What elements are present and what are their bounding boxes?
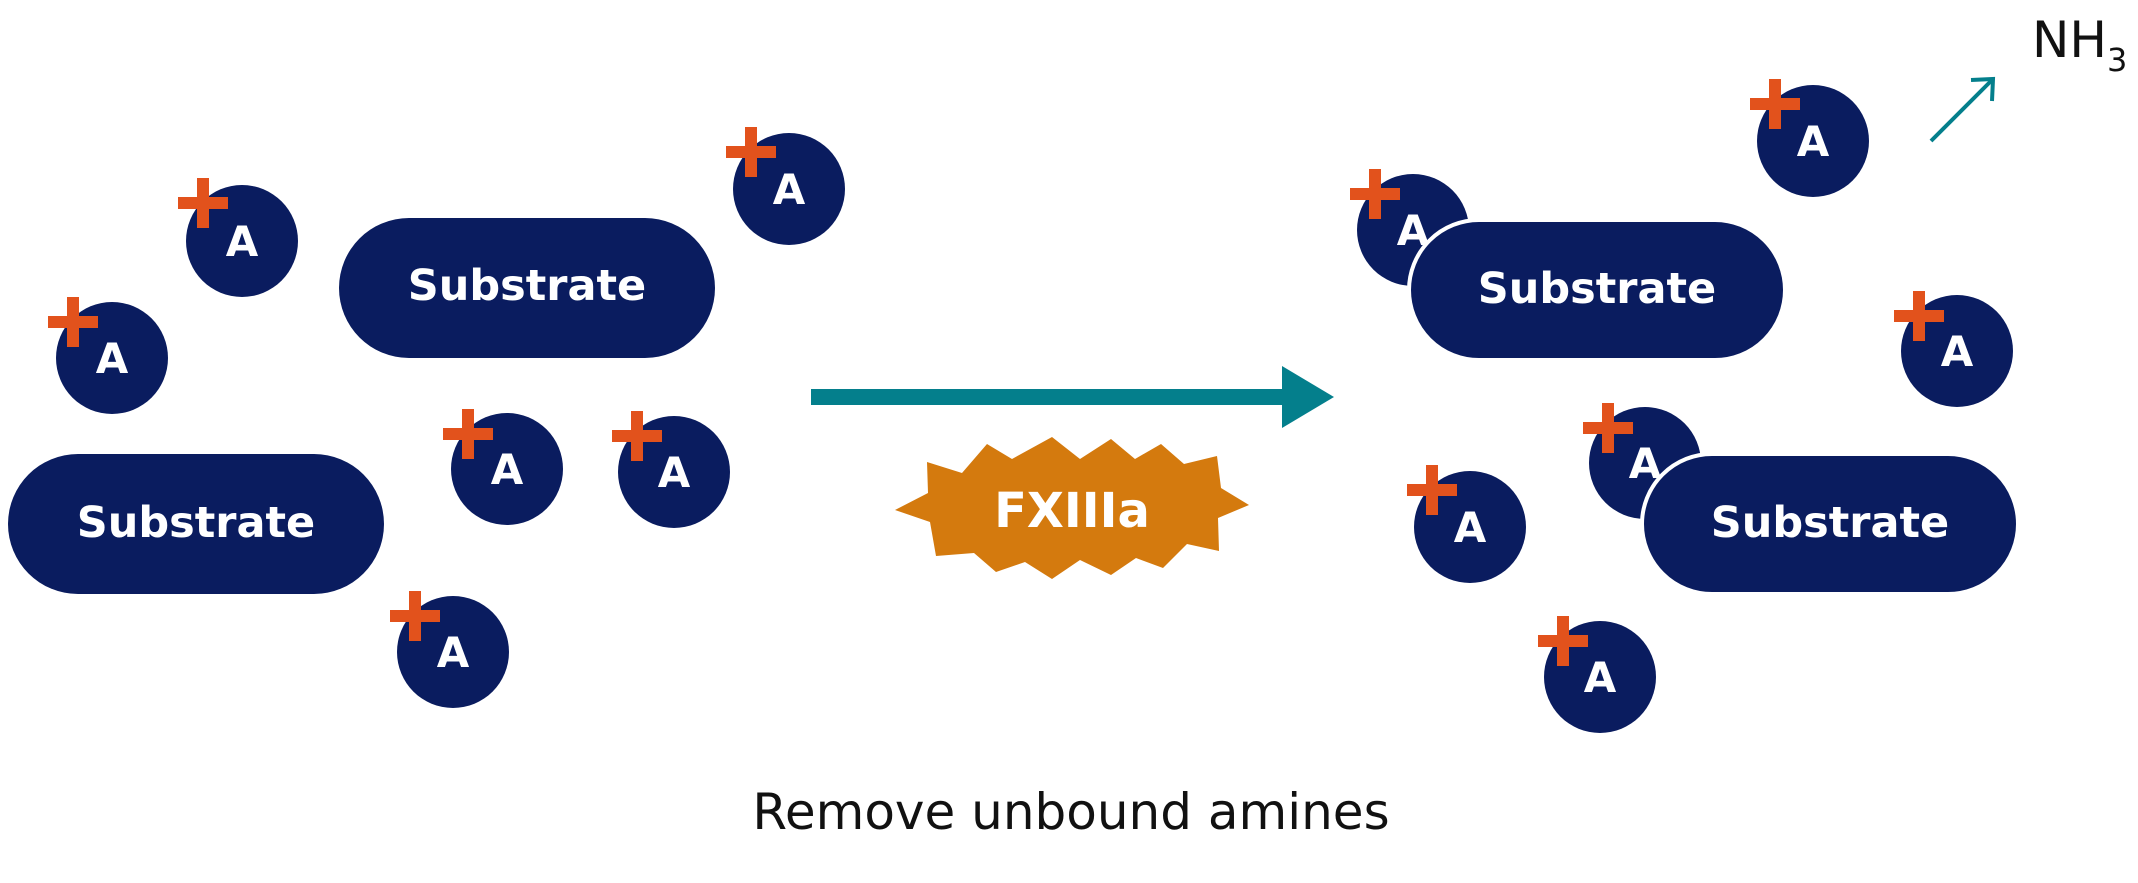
- amine-molecule: A: [726, 127, 845, 245]
- substrate-pill-left-top: Substrate: [339, 218, 715, 358]
- substrate-pill-right-bottom: Substrate: [1640, 452, 2020, 596]
- right-arrow-icon: [811, 366, 1334, 428]
- amine-molecule: A: [178, 178, 298, 297]
- enzyme-starburst-shape: [895, 437, 1249, 579]
- amine-molecule: A: [48, 297, 168, 414]
- plus-icon: [390, 591, 440, 641]
- enzyme-label: FXIIIa: [994, 483, 1150, 539]
- amine-circle: [1757, 85, 1869, 197]
- substrate-pill-left-bottom: Substrate: [8, 454, 384, 594]
- plus-icon: [48, 297, 98, 347]
- amine-circle: [186, 185, 298, 297]
- amine-molecule: A: [1407, 465, 1526, 583]
- plus-icon: [1407, 465, 1457, 515]
- plus-icon: [1350, 169, 1400, 219]
- plus-icon: [1583, 403, 1633, 453]
- after-reaction-panel: A Substrate A Substrate A: [1350, 11, 2127, 733]
- amine-label: A: [1454, 503, 1487, 552]
- plus-icon: [726, 127, 776, 177]
- amine-label: A: [1941, 327, 1974, 376]
- amine-molecule: A: [1750, 79, 1869, 197]
- amine-circle: [451, 413, 563, 525]
- ammonia-main: NH: [2032, 11, 2107, 69]
- amine-molecule: A: [1894, 291, 2013, 407]
- amine-circle: [733, 133, 845, 245]
- amine-label: A: [437, 628, 470, 677]
- diagonal-arrow-icon: [1929, 76, 1996, 143]
- substrate-shape: [8, 454, 384, 594]
- before-reaction-panel: Substrate Substrate A A A: [8, 127, 845, 708]
- ammonia-label: NH3: [2032, 11, 2127, 79]
- plus-icon: [1750, 79, 1800, 129]
- amine-label: A: [773, 165, 806, 214]
- amine-molecule: A: [443, 409, 563, 525]
- substrate-label: Substrate: [408, 261, 646, 311]
- amine-molecule: A: [1538, 616, 1656, 733]
- substrate-label: Substrate: [77, 498, 315, 548]
- substrate-shape: [339, 218, 715, 358]
- substrate-pill-right-top: Substrate: [1407, 218, 1787, 362]
- amine-label: A: [1584, 653, 1617, 702]
- substrate-shape: [1640, 452, 2020, 596]
- amine-circle: [56, 302, 168, 414]
- amine-circle: [1901, 295, 2013, 407]
- caption-remove-unbound-amines: Remove unbound amines: [752, 783, 1389, 841]
- substrate-label: Substrate: [1478, 264, 1716, 314]
- amine-label: A: [96, 334, 129, 383]
- amine-molecule: A: [390, 591, 509, 708]
- amine-molecule: A: [612, 411, 730, 528]
- amine-circle: [618, 416, 730, 528]
- amine-circle: [1544, 621, 1656, 733]
- substrate-label: Substrate: [1711, 498, 1949, 548]
- plus-icon: [1538, 616, 1588, 666]
- amine-label: A: [1797, 117, 1830, 166]
- amine-label: A: [658, 448, 691, 497]
- plus-icon: [1894, 291, 1944, 341]
- amine-label: A: [491, 445, 524, 494]
- substrate-shape: [1407, 218, 1787, 362]
- amine-label: A: [226, 217, 259, 266]
- enzyme-fxiiia: FXIIIa: [895, 437, 1249, 579]
- plus-icon: [612, 411, 662, 461]
- amine-circle: [397, 596, 509, 708]
- ammonia-subscript: 3: [2107, 41, 2127, 79]
- plus-icon: [443, 409, 493, 459]
- amine-circle: [1414, 471, 1526, 583]
- plus-icon: [178, 178, 228, 228]
